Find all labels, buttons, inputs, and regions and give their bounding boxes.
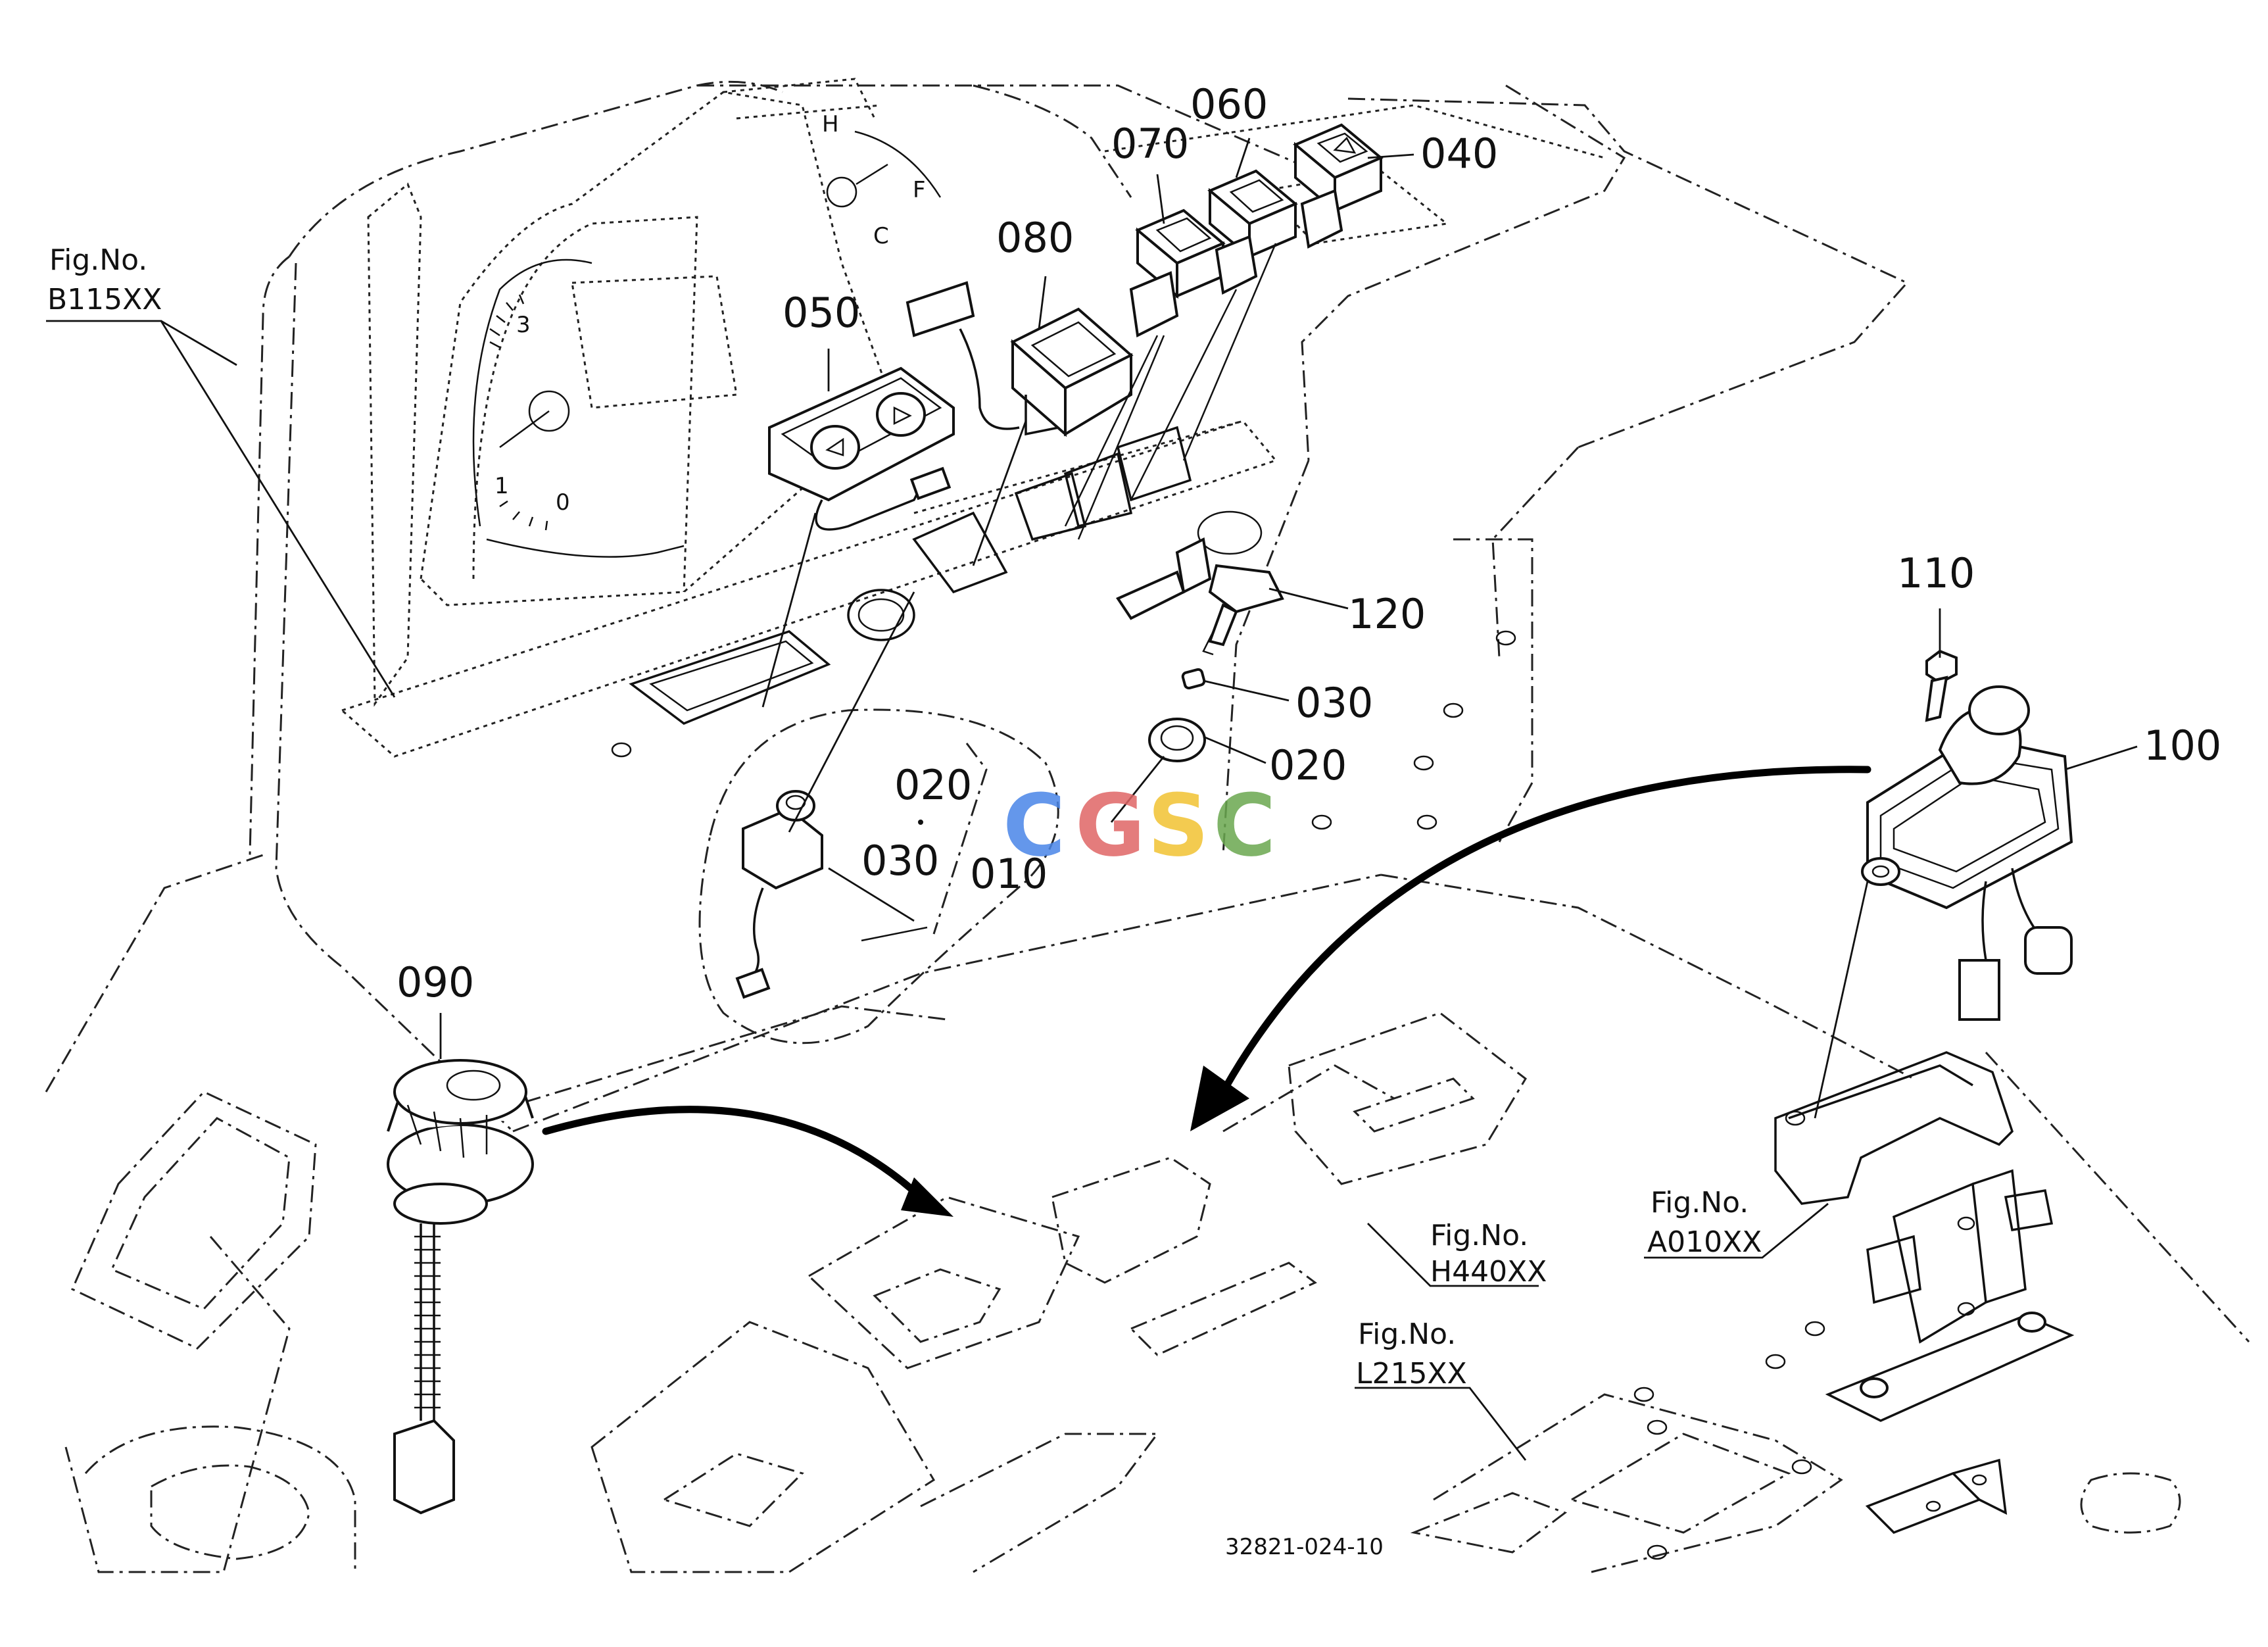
fig-ref-a010-line2: A010XX xyxy=(1647,1225,1762,1259)
fig-ref-b115-line2: B115XX xyxy=(47,283,162,316)
part-090-rotary-switch xyxy=(387,1059,534,1515)
callout-dot xyxy=(918,820,923,825)
part-070-switch xyxy=(1064,209,1226,540)
fig-ref-h440-line1: Fig.No. xyxy=(1430,1219,1528,1252)
callout-labels: 040 060 070 080 050 120 030 020 110 100 … xyxy=(397,80,2221,1006)
fig-ref-l215-line2: L215XX xyxy=(1356,1357,1467,1390)
part-040-switch xyxy=(1182,123,1384,461)
part-100-joystick xyxy=(1861,685,2073,1021)
gauge-label-3: 3 xyxy=(516,312,531,338)
floor-holes xyxy=(1633,1321,1825,1560)
callout-010: 010 xyxy=(970,850,1048,898)
callout-110: 110 xyxy=(1897,549,1975,597)
arrowhead-2 xyxy=(1190,1066,1249,1131)
callout-090: 090 xyxy=(397,958,474,1006)
callout-070: 070 xyxy=(1111,120,1189,168)
installation-arrows xyxy=(542,766,1871,1217)
svg-text:C: C xyxy=(1003,775,1065,875)
gauge-label-h: H xyxy=(822,111,839,137)
svg-text:S: S xyxy=(1147,775,1209,875)
svg-text:G: G xyxy=(1075,775,1146,875)
leader-lines xyxy=(46,137,2138,1461)
svg-text:C: C xyxy=(1213,775,1276,875)
detail-bubble xyxy=(698,708,1059,1045)
diagram-code: 32821-024-10 xyxy=(1225,1534,1384,1560)
tachometer-gauge: 3 1 0 xyxy=(472,258,685,558)
mount-bracket xyxy=(1774,1051,2075,1422)
callout-120: 120 xyxy=(1348,590,1426,638)
angle-bracket xyxy=(1865,1458,2008,1535)
fig-ref-h440-line2: H440XX xyxy=(1430,1255,1547,1289)
part-050-switch xyxy=(768,366,955,531)
part-120-keys xyxy=(1116,510,1284,656)
arrowhead-1 xyxy=(901,1177,953,1217)
fig-ref-a010-line1: Fig.No. xyxy=(1651,1186,1749,1219)
part-030-grommet xyxy=(1181,668,1206,690)
part-020-nut xyxy=(1148,718,1206,762)
figure-references: Fig.No. B115XX Fig.No. A010XX Fig.No. H4… xyxy=(47,243,1762,1390)
callout-020-a: 020 xyxy=(1269,741,1347,789)
gauge-label-c: C xyxy=(873,223,889,249)
connector-plug xyxy=(905,281,1020,430)
callout-040: 040 xyxy=(1420,130,1498,178)
callout-050: 050 xyxy=(783,289,860,337)
part-010-switch xyxy=(735,790,823,999)
callout-020-b: 020 xyxy=(894,761,972,809)
console-outline xyxy=(45,80,2250,1573)
gauge-label-f: F xyxy=(913,177,926,203)
callout-080: 080 xyxy=(996,214,1074,262)
gauge-label-0: 0 xyxy=(556,489,570,516)
callout-060: 060 xyxy=(1190,80,1268,128)
gauge-label-1: 1 xyxy=(495,473,509,499)
watermark-logo: C G S C xyxy=(1003,775,1276,875)
fig-ref-l215-line1: Fig.No. xyxy=(1358,1317,1456,1351)
part-060-switch xyxy=(1130,169,1298,501)
part-080-switch xyxy=(1010,307,1134,437)
callout-030-a: 030 xyxy=(1295,679,1373,727)
fig-ref-b115-line1: Fig.No. xyxy=(49,243,147,277)
callout-030-b: 030 xyxy=(861,837,939,885)
temperature-gauge: H C F xyxy=(822,111,942,249)
part-110-bolt xyxy=(1925,649,1958,722)
callout-100: 100 xyxy=(2144,722,2221,770)
